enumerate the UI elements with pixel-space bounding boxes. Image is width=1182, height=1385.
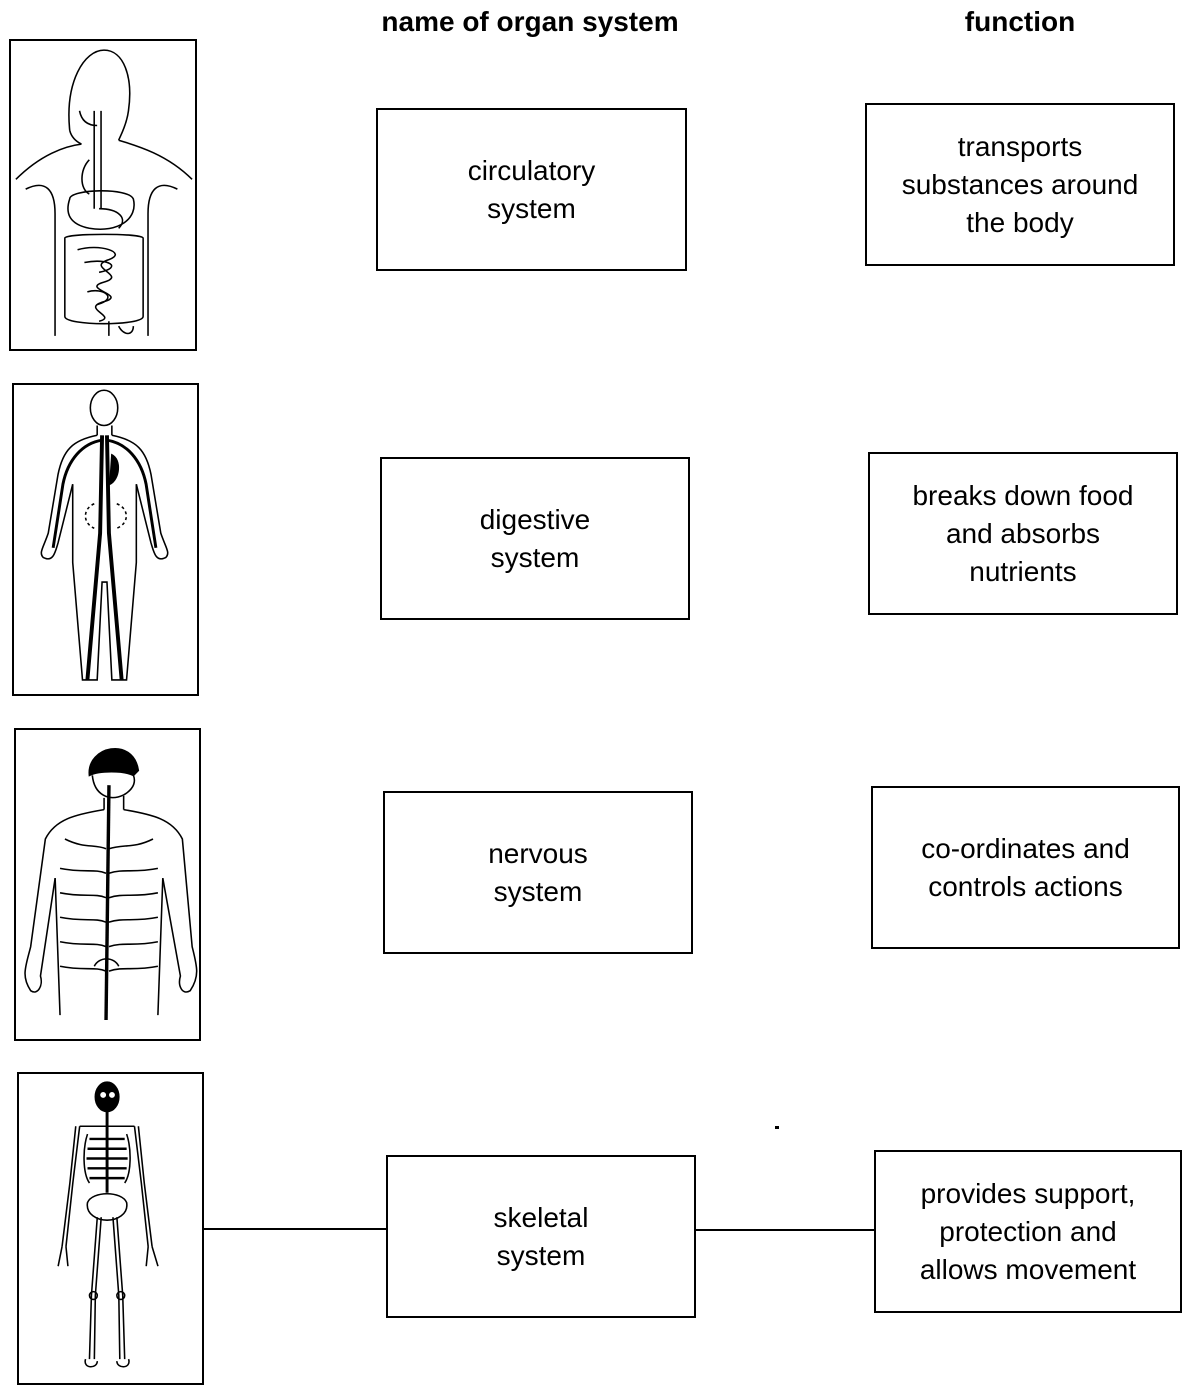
skeletal-system-diagram-icon [57, 1081, 159, 1368]
name-column-header: name of organ system [381, 6, 679, 37]
function-label: co-ordinates and controls actions [921, 832, 1130, 902]
function-box-3[interactable]: co-ordinates and controls actions [871, 786, 1180, 949]
name-label: skeletal system [493, 1201, 589, 1271]
connector-line-image-to-name [204, 1228, 386, 1230]
name-label: circulatory system [467, 154, 596, 224]
name-label: digestive system [479, 503, 591, 573]
name-box-nervous[interactable]: nervous system [383, 791, 693, 954]
function-box-2[interactable]: breaks down food and absorbs nutrients [868, 452, 1178, 615]
function-label: provides support, protection and allows … [919, 1177, 1137, 1285]
nervous-illustration [14, 728, 201, 1041]
stray-mark [775, 1126, 779, 1129]
name-box-circulatory[interactable]: circulatory system [376, 108, 687, 271]
nervous-system-diagram-icon [24, 748, 198, 1021]
digestive-illustration [9, 39, 197, 351]
function-column-header: function [964, 6, 1076, 37]
function-label: transports substances around the body [901, 130, 1139, 238]
skeletal-illustration [17, 1072, 204, 1385]
name-label: nervous system [488, 837, 588, 907]
connector-line-name-to-function [696, 1229, 874, 1231]
function-box-1[interactable]: transports substances around the body [865, 103, 1175, 266]
circulatory-illustration [12, 383, 199, 696]
name-box-digestive[interactable]: digestive system [380, 457, 690, 620]
function-label: breaks down food and absorbs nutrients [912, 479, 1134, 587]
function-box-4[interactable]: provides support, protection and allows … [874, 1150, 1182, 1313]
digestive-system-diagram-icon [15, 49, 193, 336]
circulatory-system-diagram-icon [40, 389, 169, 681]
name-box-skeletal[interactable]: skeletal system [386, 1155, 696, 1318]
